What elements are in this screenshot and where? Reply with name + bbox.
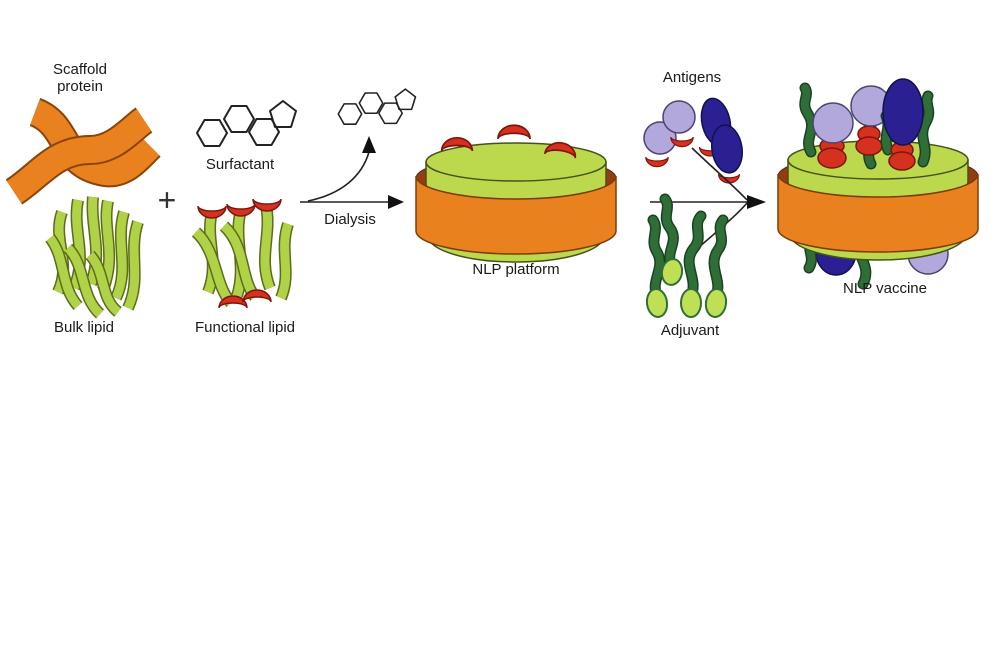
label-antigens: Antigens xyxy=(662,69,722,86)
nlp-vaccine-shape xyxy=(777,78,979,290)
label-nlp-vaccine: NLP vaccine xyxy=(843,280,927,297)
label-bulk-lipid: Bulk lipid xyxy=(53,319,115,336)
label-surfactant: Surfactant xyxy=(205,156,275,173)
scaffold-protein-shape xyxy=(5,97,161,205)
bulk-lipid-shape xyxy=(45,196,144,319)
label-functional-lipid: Functional lipid xyxy=(194,319,296,336)
released-surfactant-molecule xyxy=(337,88,417,125)
antigens-shape xyxy=(643,97,743,184)
plus-sign: + xyxy=(157,182,177,218)
functional-lipid-shape xyxy=(191,198,294,309)
surfactant-molecule xyxy=(196,100,297,147)
adjuvant-shape xyxy=(645,193,729,318)
nlp-platform-shape xyxy=(415,124,617,263)
label-dialysis: Dialysis xyxy=(324,211,376,228)
label-scaffold-protein: Scaffold protein xyxy=(53,61,107,95)
label-adjuvant: Adjuvant xyxy=(660,322,720,339)
dialysis-arrows xyxy=(300,88,417,209)
label-nlp-platform: NLP platform xyxy=(472,261,560,278)
